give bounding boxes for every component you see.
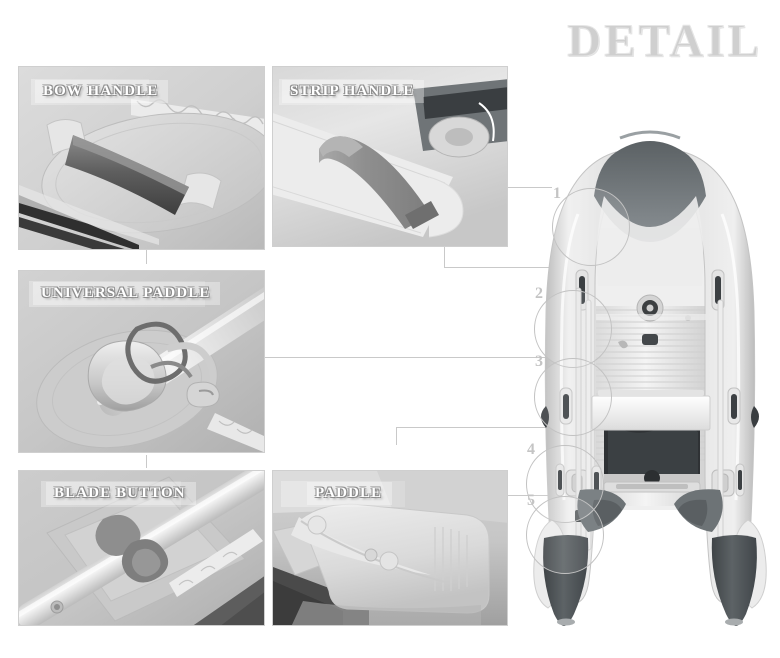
- strip-handle-caption: STRIP HANDLE: [282, 80, 425, 103]
- callout-number-2: 2: [535, 285, 543, 302]
- detail-panel-blade-button[interactable]: BLADE BUTTON: [18, 470, 265, 626]
- leader-line-4-horizontal: [396, 427, 552, 428]
- callout-circle-2[interactable]: [534, 290, 612, 368]
- detail-panel-universal-paddle[interactable]: UNIVERSAL PADDLE: [18, 270, 265, 453]
- universal-paddle-photo: [19, 271, 264, 452]
- detail-panel-strip-handle[interactable]: STRIP HANDLE: [272, 66, 508, 247]
- boat-illustration: [520, 118, 780, 628]
- callout-number-5: 5: [527, 492, 535, 509]
- universal-paddle-caption-band: [29, 281, 205, 307]
- strip-handle-photo: [273, 67, 507, 246]
- strip-handle-caption-band: [279, 79, 413, 105]
- callout-number-4: 4: [527, 441, 535, 458]
- leader-line-2-horizontal: [508, 187, 552, 188]
- leader-line-4-stub: [146, 455, 147, 468]
- callout-circle-5[interactable]: [526, 496, 604, 574]
- paddle-photo: [273, 471, 507, 625]
- leader-line-elbow-a-h: [444, 267, 552, 268]
- leader-line-3-horizontal: [265, 357, 553, 358]
- paddle-caption: PADDLE: [307, 482, 393, 505]
- leader-line-bow-stub: [146, 250, 147, 264]
- blade-button-caption-band: [41, 481, 181, 507]
- detail-panel-bow-handle[interactable]: BOW HANDLE: [18, 66, 265, 250]
- universal-paddle-caption: UNIVERSAL PADDLE: [33, 282, 221, 305]
- callout-circle-3[interactable]: [534, 358, 612, 436]
- bow-handle-photo: [19, 67, 264, 249]
- leader-line-4-vertical: [396, 427, 397, 445]
- bow-handle-caption-band: [31, 79, 149, 105]
- callout-circle-1[interactable]: [552, 188, 630, 266]
- callout-number-1: 1: [553, 185, 561, 202]
- bow-handle-caption: BOW HANDLE: [35, 80, 169, 103]
- blade-button-photo: [19, 471, 264, 625]
- paddle-caption-band: [281, 481, 405, 507]
- blade-button-caption: BLADE BUTTON: [46, 482, 196, 505]
- page-title: DETAIL: [567, 15, 762, 68]
- detail-panel-paddle[interactable]: PADDLE: [272, 470, 508, 626]
- callout-number-3: 3: [535, 353, 543, 370]
- leader-line-elbow-a-v: [444, 247, 445, 267]
